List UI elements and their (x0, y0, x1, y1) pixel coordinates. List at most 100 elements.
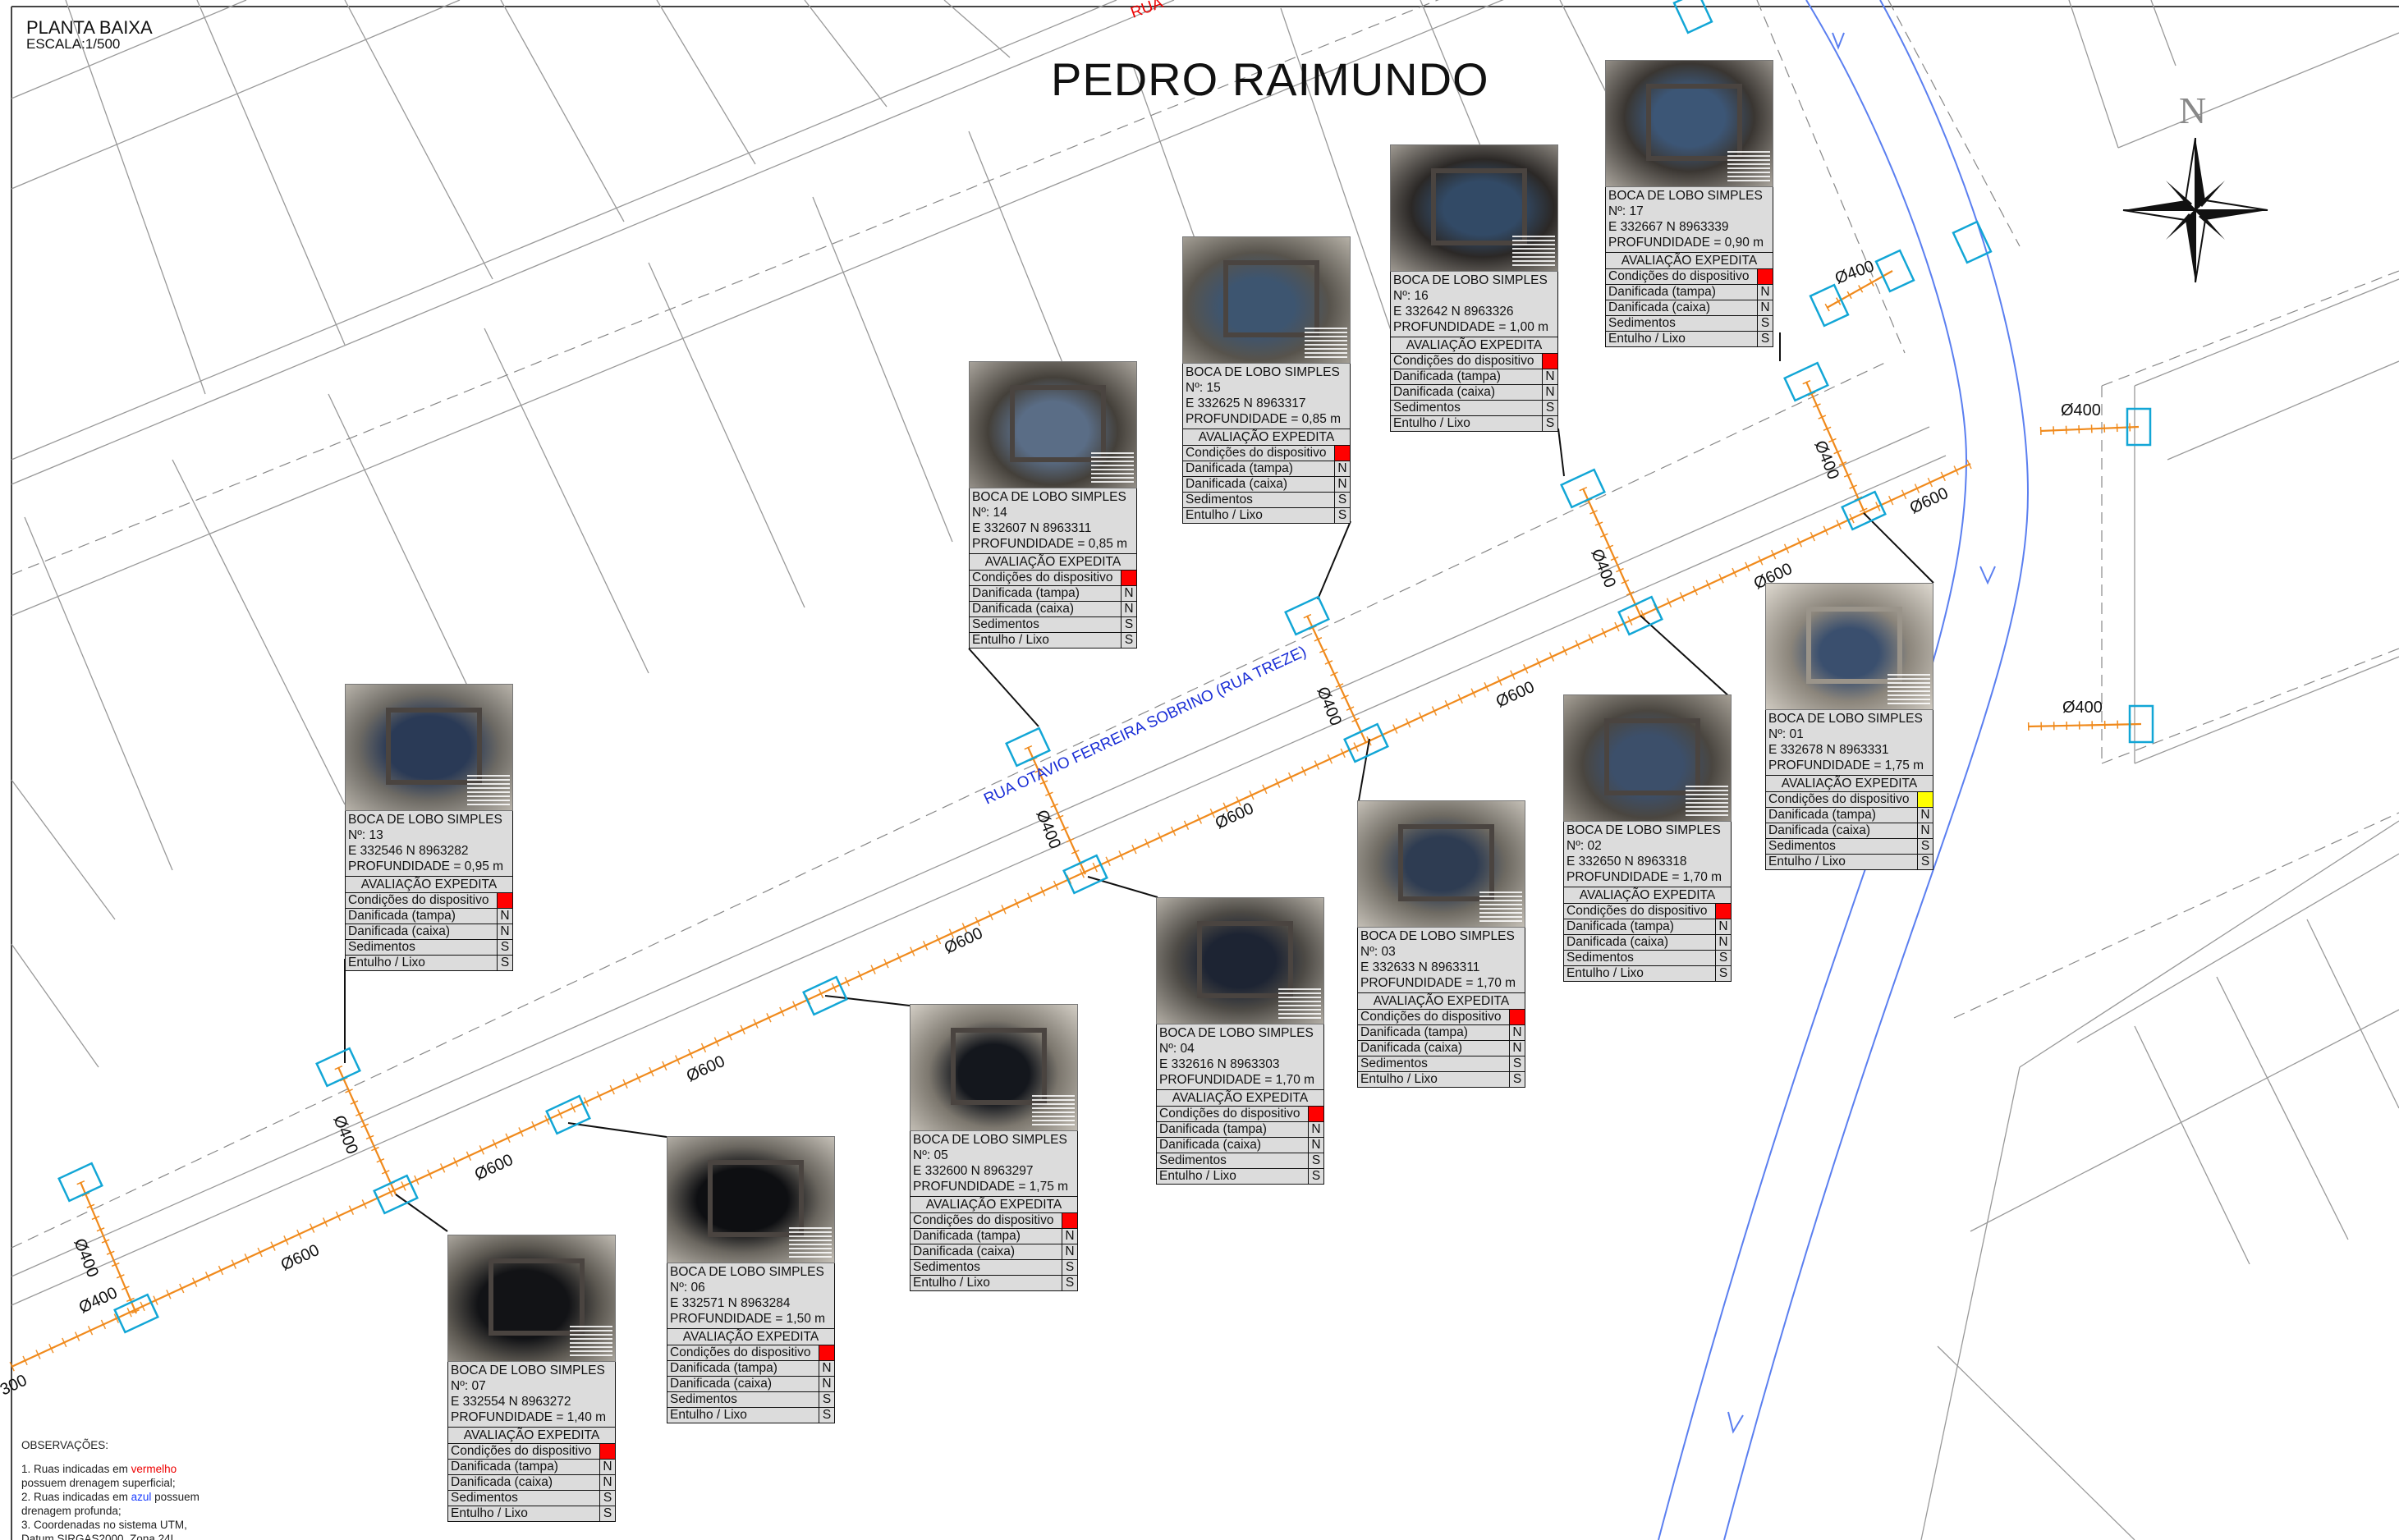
eval-row: Danificada (tampa)N (1182, 461, 1351, 477)
inlet-photo (910, 1004, 1078, 1131)
observations-notes: OBSERVAÇÕES: 1. Ruas indicadas em vermel… (21, 1438, 218, 1540)
condition-row: Condições do dispositivo (1156, 1107, 1324, 1122)
condition-indicator (1715, 904, 1731, 919)
condition-row: Condições do dispositivo (667, 1345, 835, 1361)
inlet-photo (1605, 60, 1773, 187)
condition-indicator (599, 1444, 615, 1459)
eval-row: Danificada (tampa)N (969, 586, 1137, 602)
eval-row: Danificada (caixa)N (667, 1377, 835, 1392)
eval-row: Danificada (caixa)N (1156, 1138, 1324, 1153)
inlet-photo (1357, 800, 1525, 928)
eval-row: Danificada (tampa)N (1605, 285, 1773, 300)
drawing-scale: ESCALA:1/500 (26, 36, 121, 53)
evaluation-title: AVALIAÇÃO EXPEDITA (1156, 1090, 1324, 1107)
pipe-label: Ø400 (2062, 699, 2103, 717)
condition-row: Condições do dispositivo (345, 893, 513, 909)
pipe-label: Ø400 (70, 1236, 102, 1281)
evaluation-title: AVALIAÇÃO EXPEDITA (345, 877, 513, 893)
evaluation-title: AVALIAÇÃO EXPEDITA (447, 1428, 616, 1444)
main-pipe (9, 459, 1973, 1372)
pipe-label: Ø600 (472, 1151, 516, 1185)
condition-row: Condições do dispositivo (1605, 269, 1773, 285)
eval-row: Danificada (tampa)N (345, 909, 513, 924)
pipe-label: Ø600 (684, 1052, 728, 1086)
channel-lines (1658, 0, 2030, 1540)
edge-fragment: 300 (0, 1371, 30, 1399)
pipe-label: Ø400 (329, 1113, 361, 1157)
eval-row: Danificada (tampa)N (910, 1229, 1078, 1244)
pipe-label: Ø600 (1213, 800, 1257, 833)
pipe-label: Ø400 (2061, 401, 2101, 419)
evaluation-title: AVALIAÇÃO EXPEDITA (1605, 253, 1773, 269)
condition-indicator (497, 893, 512, 908)
condition-indicator (1121, 571, 1136, 585)
flow-arrows (1727, 32, 1996, 1434)
condition-row: Condições do dispositivo (1182, 446, 1351, 461)
top-street-fragment: RUA (1129, 0, 1166, 22)
evaluation-title: AVALIAÇÃO EXPEDITA (667, 1329, 835, 1345)
condition-indicator (1917, 792, 1933, 807)
inlet-photo (1563, 694, 1732, 822)
eval-row: Danificada (caixa)N (1390, 385, 1558, 401)
condition-row: Condições do dispositivo (969, 571, 1137, 586)
pipe-label: Ø600 (942, 924, 986, 958)
observation-item-2: 2. Ruas indicadas em azul possuem drenag… (21, 1491, 200, 1517)
evaluation-title: AVALIAÇÃO EXPEDITA (1563, 887, 1732, 904)
inlet-photo (447, 1235, 616, 1362)
condition-indicator (1542, 354, 1557, 369)
evaluation-title: AVALIAÇÃO EXPEDITA (1390, 337, 1558, 354)
condition-row: Condições do dispositivo (1563, 904, 1732, 919)
pipe-label: Ø400 (1587, 547, 1619, 591)
observation-item-1: 1. Ruas indicadas em vermelho possuem dr… (21, 1463, 177, 1489)
pipe-label: Ø600 (278, 1241, 323, 1275)
eval-row: Danificada (caixa)N (910, 1244, 1078, 1260)
condition-row: Condições do dispositivo (1765, 792, 1933, 808)
eval-row: Danificada (caixa)N (447, 1475, 616, 1491)
pipe-label: Ø400 (1313, 685, 1345, 729)
inlet-photo (1182, 236, 1351, 364)
condition-row: Condições do dispositivo (447, 1444, 616, 1460)
inlet-photo (969, 361, 1137, 488)
eval-row: Danificada (caixa)N (1605, 300, 1773, 316)
branch-pipes (79, 270, 2142, 1314)
eval-row: Danificada (caixa)N (345, 924, 513, 940)
eval-row: Danificada (caixa)N (1765, 823, 1933, 839)
eval-row: Danificada (caixa)N (969, 602, 1137, 617)
drawing-header: PLANTA BAIXA ESCALA:1/500 (26, 18, 153, 52)
